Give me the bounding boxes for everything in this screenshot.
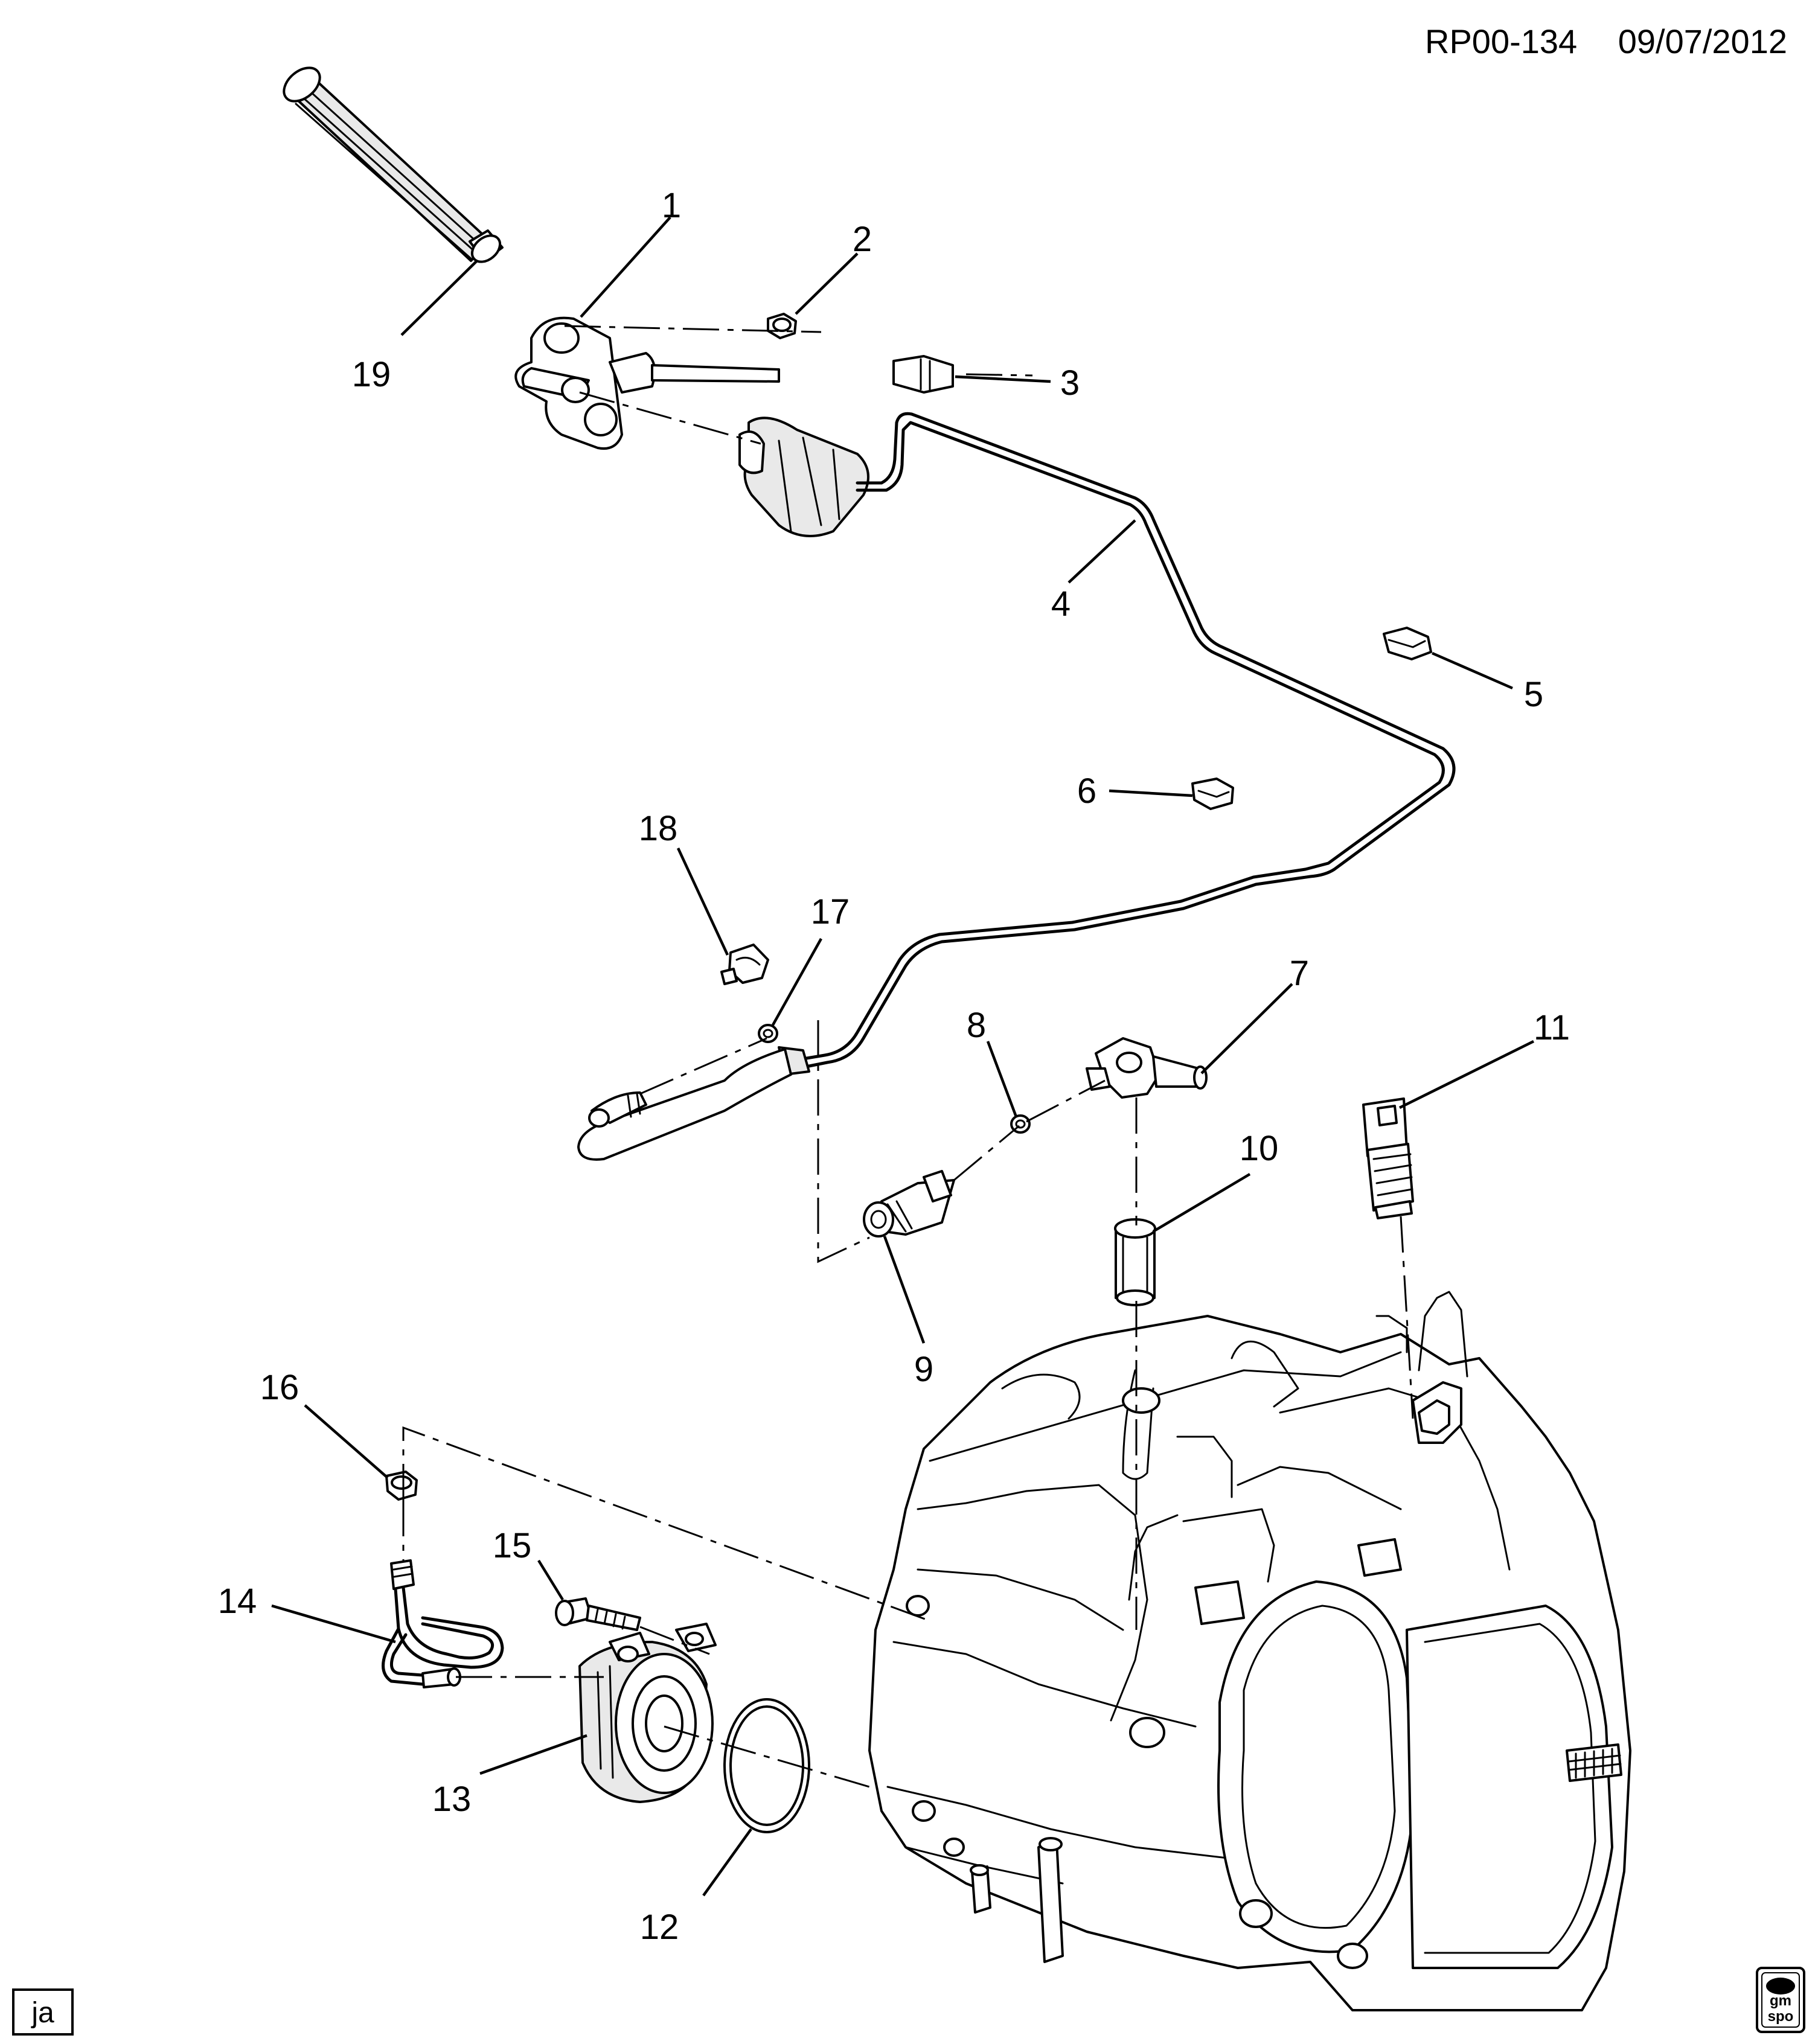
header-ref-code: RP00-134 [1425,22,1577,60]
callout-labels: 1 2 3 4 5 6 7 8 9 10 11 12 13 14 15 16 1… [218,186,1570,1947]
callout-16: 16 [260,1368,299,1407]
part-11-sensor [1362,1097,1414,1219]
part-13-concentric-slave-cylinder [578,1623,717,1803]
callout-17: 17 [811,892,850,931]
transmission-label-plate [1566,1743,1622,1782]
callout-4: 4 [1051,584,1071,624]
part-1-clutch-master-cylinder [514,316,780,450]
callout-14: 14 [218,1582,257,1621]
part-15-bolt [555,1597,641,1631]
part-7-elbow-connector [1086,1037,1208,1099]
callout-15: 15 [493,1526,532,1565]
part-12-o-ring-seal [723,1698,810,1833]
callout-7: 7 [1290,954,1309,993]
callout-8: 8 [967,1006,986,1045]
part-18-clip [720,944,769,985]
logo-text-top: gm [1770,1993,1791,2009]
transmission-assembly [868,1291,1631,2011]
callout-13: 13 [432,1780,472,1819]
part-17-o-ring [758,1024,778,1043]
callout-18: 18 [639,809,678,848]
part-16-nut [385,1471,418,1501]
header-date: 09/07/2012 [1618,22,1787,60]
part-3-connector [892,355,954,394]
logo-text-bottom: spo [1768,2008,1794,2025]
part-19-reservoir-hose [283,66,504,263]
initials-box: ja [12,1988,74,2036]
callout-3: 3 [1060,363,1080,403]
callout-11: 11 [1534,1008,1570,1047]
callout-19: 19 [352,355,391,394]
alignment-lines [402,325,1414,1788]
callout-10: 10 [1240,1129,1279,1168]
callout-9: 9 [914,1350,933,1389]
callout-2: 2 [853,220,872,259]
part-10-grommet [1114,1218,1156,1306]
callout-12: 12 [640,1908,679,1947]
part-4-clutch-pipe [577,412,1456,1161]
part-14-clutch-hose [382,1559,504,1688]
callout-1: 1 [662,186,681,225]
part-9-quick-connect [863,1170,955,1238]
gm-spo-logo: gm spo [1756,1967,1805,2033]
part-2-nut [767,313,797,339]
initials-text: ja [30,1997,54,2029]
callout-5: 5 [1524,675,1543,714]
callout-6: 6 [1077,771,1096,811]
part-5-clip [1383,627,1432,660]
part-6-clip [1191,778,1234,810]
leader-lines [271,216,1534,1897]
